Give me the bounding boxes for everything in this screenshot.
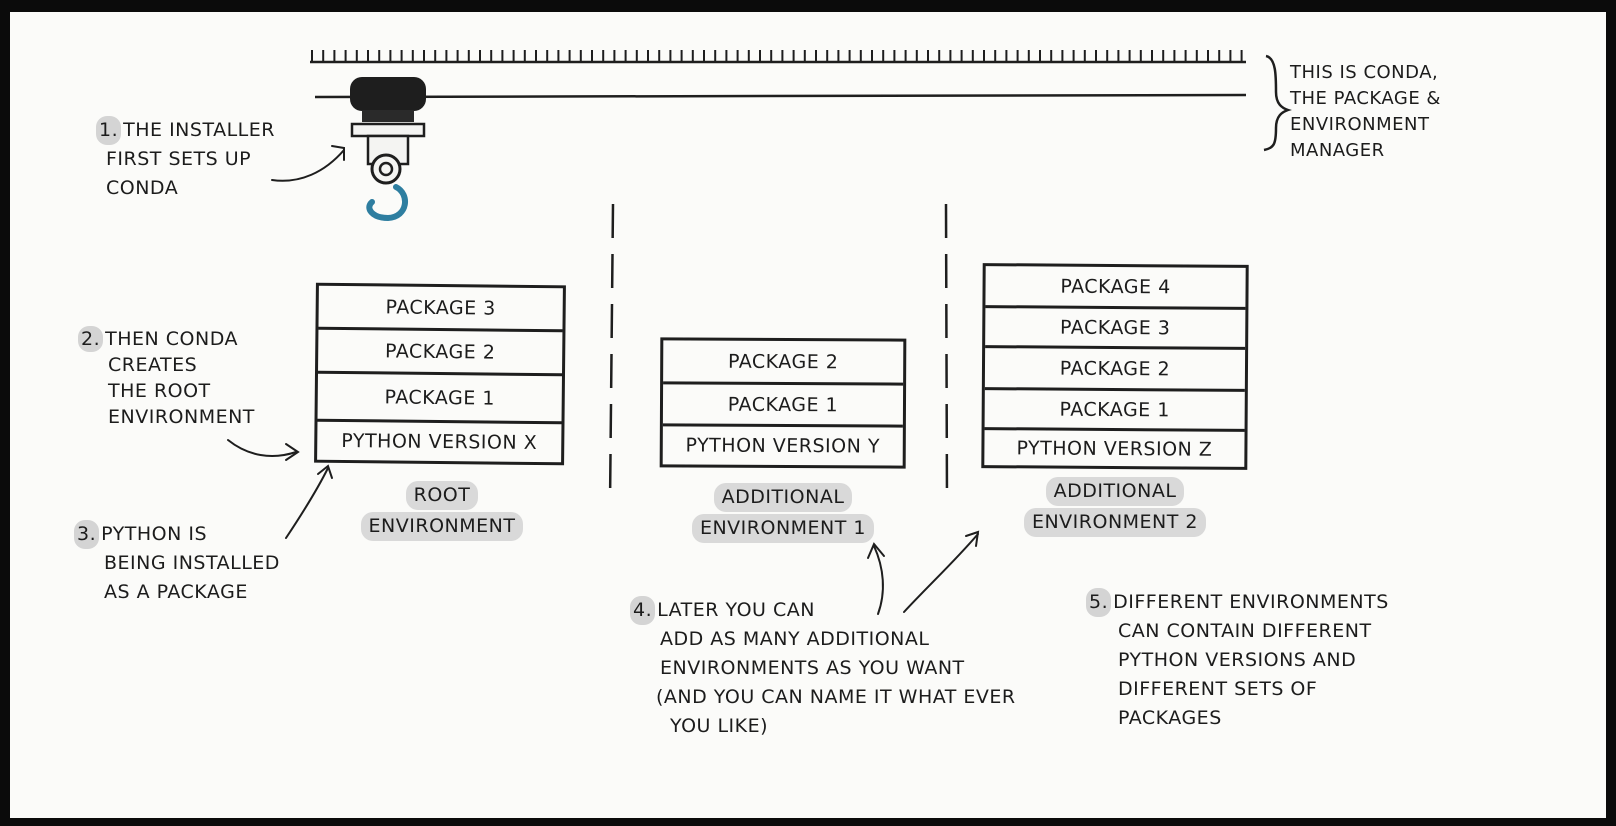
root-environment-label: ROOT ENVIRONMENT [322,480,562,542]
arrowhead-step2 [285,443,300,461]
step3-line: PYTHON IS [101,523,208,545]
additional-environment-1-label: ADDITIONAL ENVIRONMENT 1 [660,482,906,544]
package-layer: PACKAGE 3 [318,285,563,333]
additional-environment-1-stack: PACKAGE 2 PACKAGE 1 PYTHON VERSION Y [659,337,907,469]
step2-line: ENVIRONMENT [108,406,255,428]
step2-number: 2. [78,326,104,352]
crane-caption: THIS IS CONDA, THE PACKAGE & ENVIRONMENT… [1290,60,1441,164]
step4-line: ADD AS MANY ADDITIONAL [660,628,930,650]
step5-number: 5. [1086,588,1112,617]
step5-line: DIFFERENT SETS OF [1118,678,1318,700]
arrowhead-step4-env2 [965,530,980,547]
step1-annotation: 1.THE INSTALLER FIRST SETS UP CONDA [96,116,275,203]
caption-line: ENVIRONMENT [1290,114,1430,135]
arrowhead-step3 [317,464,333,479]
additional-environment-2-stack: PACKAGE 4 PACKAGE 3 PACKAGE 2 PACKAGE 1 … [981,263,1249,470]
step5-line: DIFFERENT ENVIRONMENTS [1113,591,1389,613]
package-layer: PACKAGE 1 [317,373,562,425]
step1-line: CONDA [106,177,179,199]
arrow-step4-env1 [873,545,884,615]
package-layer: PACKAGE 1 [984,390,1245,432]
arrow-step1 [271,149,345,182]
diagram-canvas: THIS IS CONDA, THE PACKAGE & ENVIRONMENT… [10,12,1606,818]
separator-line-1 [608,203,615,505]
step5-line: CAN CONTAIN DIFFERENT [1118,620,1372,642]
package-layer: PACKAGE 4 [985,266,1246,310]
step3-line: AS A PACKAGE [104,581,248,603]
arrowhead-step4-env1 [867,542,885,559]
crane-cable [314,93,1247,99]
curly-brace [1263,54,1292,152]
step1-line: THE INSTALLER [123,119,275,141]
step1-number: 1. [96,116,122,145]
caption-line: THE PACKAGE & [1290,88,1441,109]
step4-number: 4. [630,596,656,625]
caption-line: THIS IS CONDA, [1290,62,1439,83]
env-name-line: ENVIRONMENT 2 [1023,508,1207,537]
step4-line: (AND YOU CAN NAME IT WHAT EVER [656,686,1016,708]
arrow-step4-env2 [903,533,979,613]
step2-line: CREATES [108,354,198,376]
step5-annotation: 5.DIFFERENT ENVIRONMENTS CAN CONTAIN DIF… [1086,588,1389,733]
additional-environment-2-label: ADDITIONAL ENVIRONMENT 2 [990,476,1240,538]
python-layer: PYTHON VERSION Y [685,434,881,458]
root-environment-stack: PACKAGE 3 PACKAGE 2 PACKAGE 1 PYTHON VER… [314,282,566,466]
step4-annotation: 4.LATER YOU CAN ADD AS MANY ADDITIONAL E… [630,596,1016,741]
crane-hook-icon [366,184,408,222]
step4-line: ENVIRONMENTS AS YOU WANT [660,657,965,679]
separator-line-2 [944,203,949,505]
env-name-line: ENVIRONMENT 1 [691,514,875,543]
crane-drawing [227,50,1292,615]
env-name-line: ADDITIONAL [1045,477,1185,506]
python-layer: PYTHON VERSION Z [1016,436,1213,461]
step2-line: THE ROOT [108,380,211,402]
package-layer: PACKAGE 2 [663,340,904,386]
step1-line: FIRST SETS UP [106,148,252,170]
step3-number: 3. [74,520,100,549]
step4-line: LATER YOU CAN [657,599,815,621]
arrowhead-step1 [331,145,345,161]
step3-line: BEING INSTALLED [104,552,280,574]
step4-line: YOU LIKE) [670,715,769,737]
crane-rail [311,50,1243,62]
caption-line: MANAGER [1290,140,1385,161]
package-layer: PACKAGE 1 [662,384,904,428]
step5-line: PYTHON VERSIONS AND [1118,649,1357,671]
env-name-line: ROOT [405,481,479,510]
step3-annotation: 3.PYTHON IS BEING INSTALLED AS A PACKAGE [74,520,280,607]
arrow-step3 [285,467,329,539]
step2-line: THEN CONDA [105,328,239,350]
arrows [227,145,980,615]
python-layer: PYTHON VERSION X [341,429,538,455]
package-layer: PACKAGE 2 [984,348,1246,392]
package-layer: PACKAGE 3 [985,308,1246,350]
env-name-line: ENVIRONMENT [360,512,524,541]
step2-annotation: 2.THEN CONDA CREATES THE ROOT ENVIRONMEN… [78,326,255,430]
package-layer: PACKAGE 2 [317,329,563,377]
arrow-step2 [227,439,297,457]
env-name-line: ADDITIONAL [713,483,853,512]
crane-trolley-icon [350,77,426,185]
step5-line: PACKAGES [1118,707,1222,729]
